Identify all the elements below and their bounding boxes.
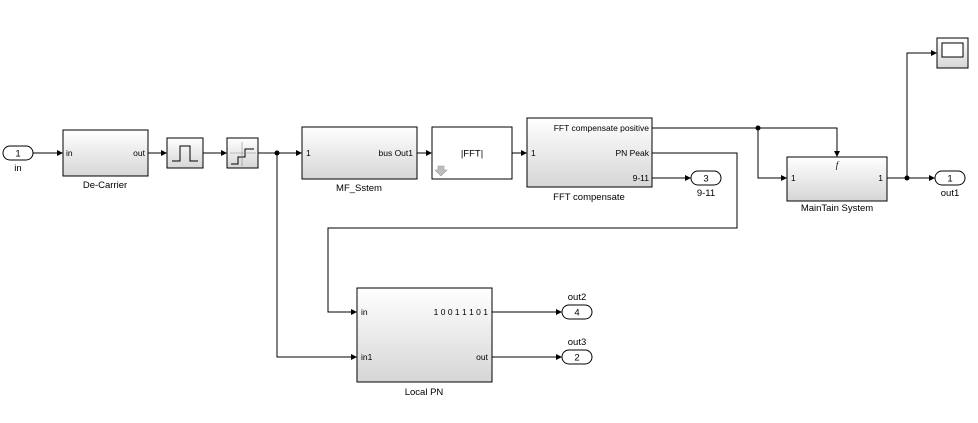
- fft-compensate-port-911: 9-11: [633, 173, 650, 183]
- outport-out1[interactable]: 1 out1: [934, 170, 966, 199]
- mf-sstem-name: MF_Sstem: [336, 183, 382, 194]
- outport-out3[interactable]: out3 2: [561, 337, 593, 365]
- zero-order-hold-icon: [172, 145, 198, 162]
- local-pn-name: Local PN: [405, 387, 444, 398]
- de-carrier-port-in: in: [66, 148, 73, 158]
- local-pn-port-out: out: [476, 352, 488, 362]
- block-fft-compensate[interactable]: 1 FFT compensate positive PN Peak 9-11 F…: [526, 117, 653, 203]
- block-local-pn[interactable]: in in1 1 0 0 1 1 1 0 1 out Local PN: [356, 287, 493, 398]
- block-maintain-system[interactable]: 1 1 f MainTain System: [786, 156, 888, 214]
- de-carrier-name: De-Carrier: [83, 180, 127, 191]
- fft-label: |FFT|: [461, 149, 483, 160]
- fft-compensate-name: FFT compensate: [553, 192, 625, 203]
- maintain-port-in: 1: [791, 173, 796, 183]
- mf-sstem-port-out: bus Out1: [379, 148, 414, 158]
- outport-out1-label: out1: [941, 188, 960, 199]
- wire-positive-to-maintain-in[interactable]: [757, 128, 784, 179]
- block-de-carrier[interactable]: in out De-Carrier: [62, 129, 149, 191]
- block-mf-sstem[interactable]: 1 bus Out1 MF_Sstem: [301, 126, 418, 194]
- fft-compensate-port-in: 1: [531, 148, 536, 158]
- scope-screen-icon: [941, 42, 964, 58]
- quantizer-staircase-icon: [231, 148, 254, 165]
- block-fft[interactable]: |FFT|: [431, 126, 513, 180]
- outport-9-11[interactable]: 3 9-11: [690, 170, 722, 199]
- inport-in[interactable]: 1 in: [2, 145, 34, 174]
- outport-out1-number: 1: [947, 174, 952, 185]
- wire-pnpeak-to-localpn-in[interactable]: [327, 152, 738, 313]
- outport-out2-label: out2: [568, 292, 587, 303]
- maintain-name: MainTain System: [801, 203, 873, 214]
- local-pn-port-in1: in1: [361, 352, 373, 362]
- local-pn-port-in: in: [361, 307, 368, 317]
- maintain-port-out: 1: [878, 173, 883, 183]
- downsample-arrow-icon: [434, 165, 448, 177]
- outport-out2[interactable]: out2 4: [561, 292, 593, 320]
- outport-9-11-label: 9-11: [697, 188, 715, 199]
- de-carrier-port-out: out: [133, 148, 145, 158]
- inport-number: 1: [15, 149, 20, 160]
- fft-compensate-port-positive: FFT compensate positive: [554, 123, 650, 133]
- signal-lines: [33, 50, 937, 360]
- local-pn-port-bits: 1 0 0 1 1 1 0 1: [434, 307, 489, 317]
- fft-compensate-port-pn-peak: PN Peak: [615, 148, 649, 158]
- block-scope[interactable]: [936, 37, 969, 69]
- function-call-trigger-icon: f: [836, 160, 840, 170]
- outport-out3-label: out3: [568, 337, 587, 348]
- wire-positive-to-trigger[interactable]: [652, 127, 838, 154]
- outport-out3-number: 2: [574, 353, 579, 364]
- wire-maintain-to-scope[interactable]: [906, 52, 934, 178]
- inport-label: in: [14, 163, 21, 174]
- block-zero-order-hold[interactable]: [166, 137, 204, 169]
- outport-out2-number: 4: [574, 308, 579, 319]
- wire-branch-to-localpn-in1[interactable]: [276, 153, 354, 358]
- mf-sstem-port-in: 1: [306, 148, 311, 158]
- block-quantizer[interactable]: [226, 137, 259, 169]
- outport-9-11-number: 3: [703, 174, 708, 185]
